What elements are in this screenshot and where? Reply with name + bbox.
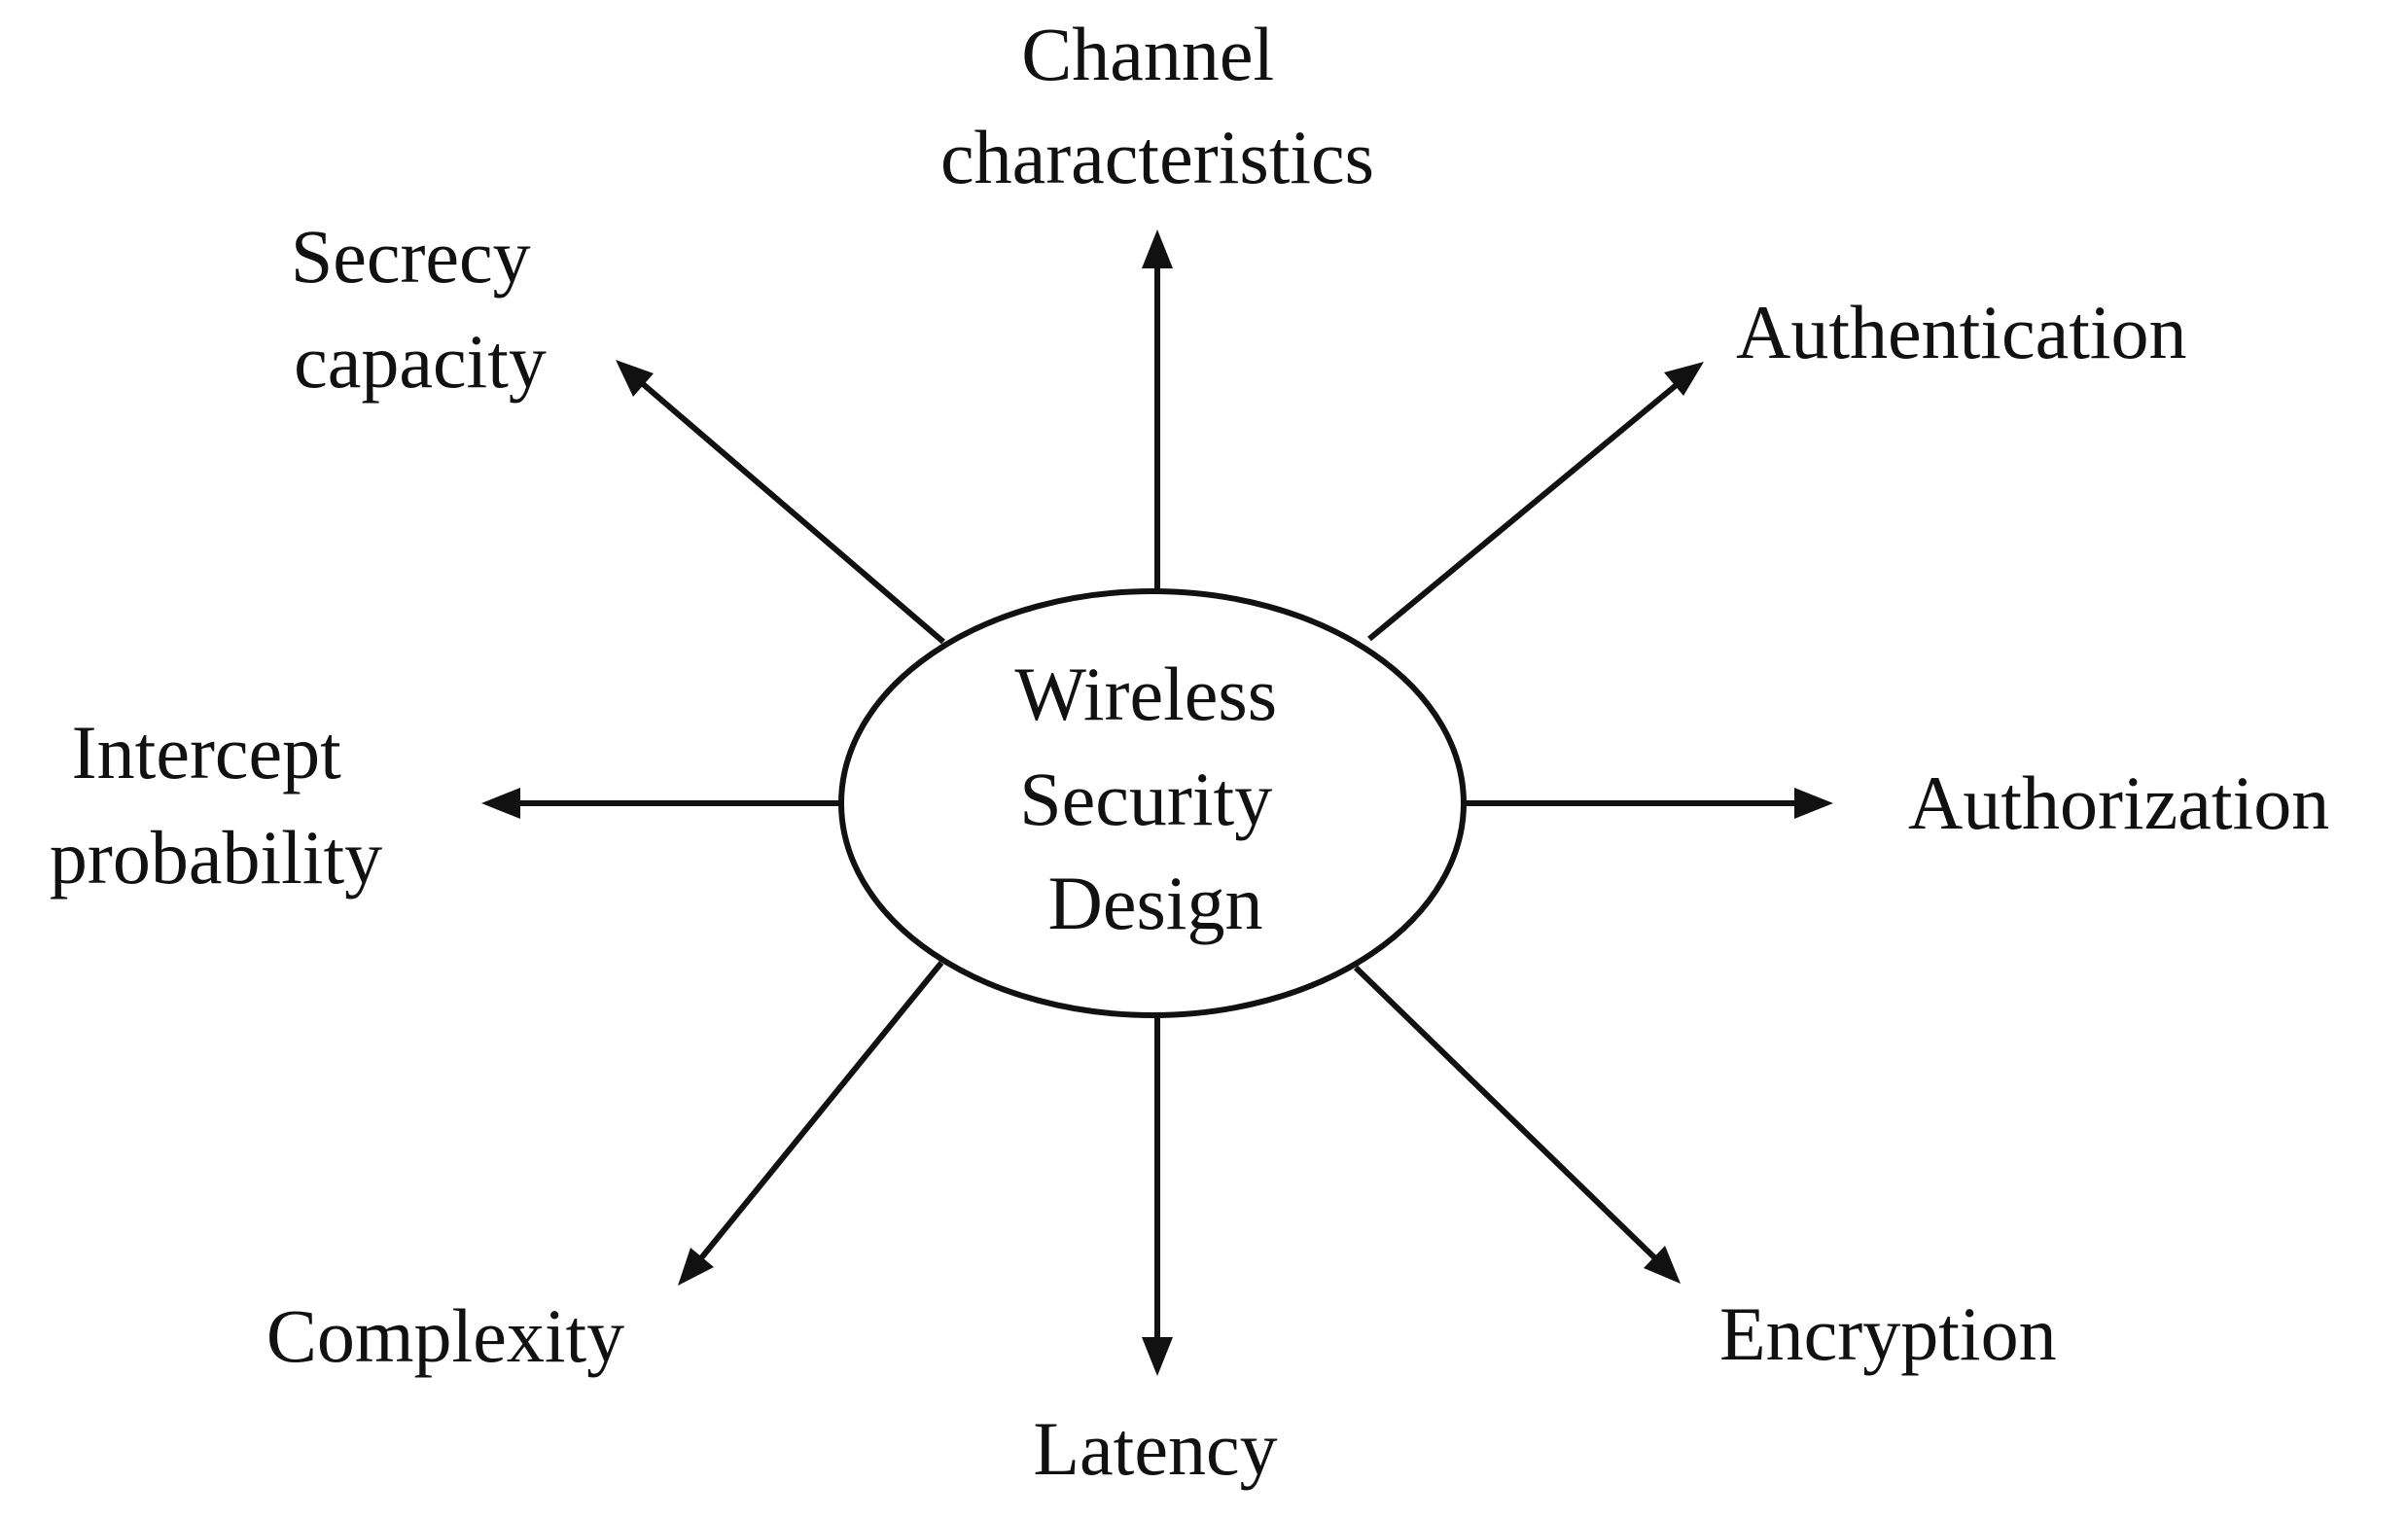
center-label: Wireless Security Design <box>1014 652 1295 945</box>
node-authentication: Authentication <box>1736 290 2187 374</box>
node-encryption: Encryption <box>1719 1291 2057 1376</box>
center-label-line-3: Design <box>1048 861 1263 945</box>
node-complexity: Complexity <box>266 1293 624 1378</box>
arrow-intercept-probability <box>481 788 841 819</box>
arrow-channel-characteristics <box>1142 229 1173 591</box>
center-label-line-1: Wireless <box>1014 652 1277 736</box>
node-intercept-probability: Intercept probability <box>50 710 382 900</box>
arrow-secrecy-capacity <box>616 360 945 645</box>
node-latency: Latency <box>1033 1406 1277 1491</box>
center-label-line-2: Security <box>1019 757 1272 841</box>
node-secrecy-capacity: Secrecy capacity <box>291 214 549 404</box>
arrow-latency <box>1142 1015 1173 1376</box>
arrow-authorization <box>1464 788 1833 819</box>
node-channel-characteristics: Channel characteristics <box>940 12 1374 199</box>
arrow-authentication <box>1367 362 1704 642</box>
arrow-complexity <box>678 961 944 1286</box>
node-authorization: Authorization <box>1908 760 2329 845</box>
arrow-encryption <box>1353 965 1681 1284</box>
